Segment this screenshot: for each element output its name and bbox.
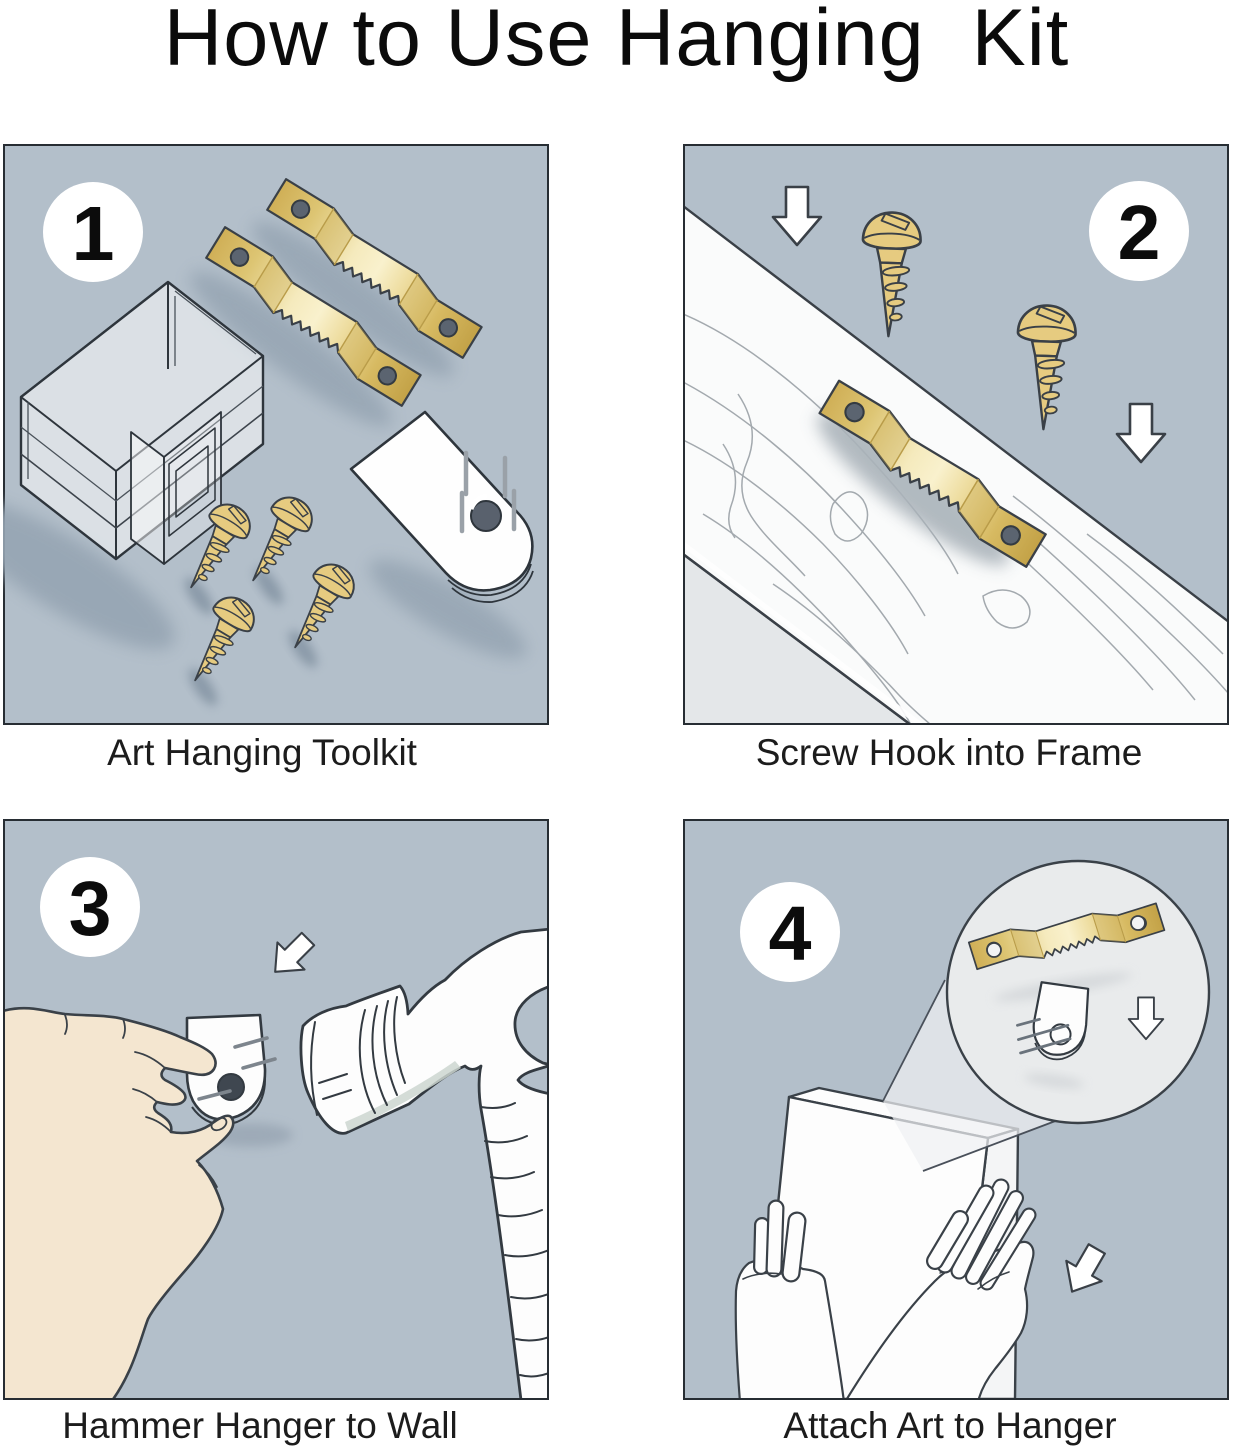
svg-text:4: 4: [769, 891, 812, 977]
svg-text:3: 3: [69, 866, 112, 952]
svg-text:2: 2: [1118, 190, 1161, 276]
svg-text:1: 1: [72, 191, 115, 277]
